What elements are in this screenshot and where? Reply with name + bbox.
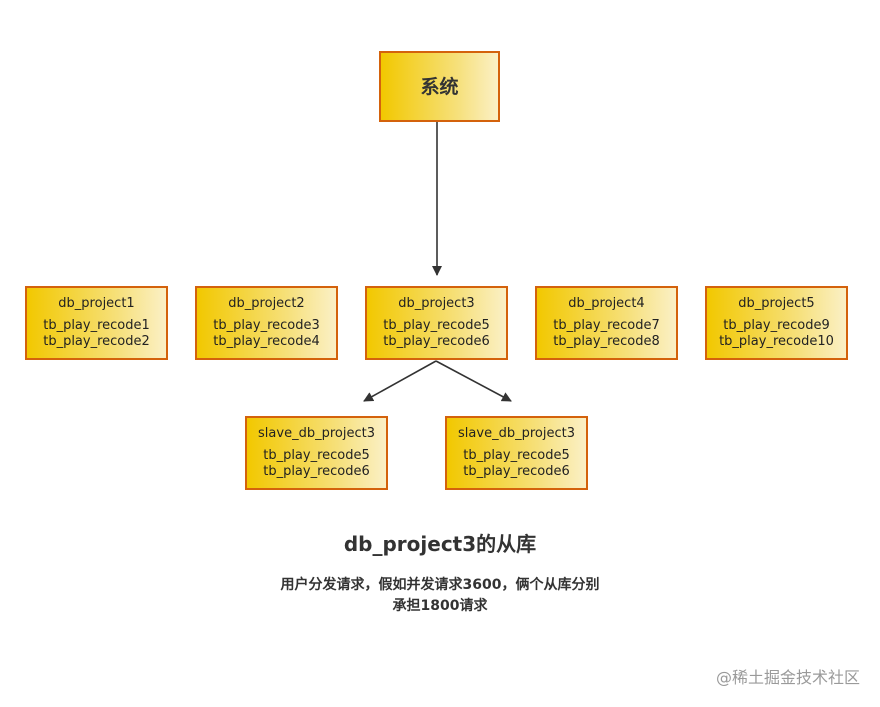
table-name: tb_play_recode5 <box>263 448 370 463</box>
db-node-project5: db_project5 tb_play_recode9 tb_play_reco… <box>705 286 848 360</box>
table-name: tb_play_recode6 <box>463 464 570 479</box>
root-node-label: 系统 <box>420 75 459 98</box>
arrow-db-project3-to-slave-right <box>435 360 512 402</box>
table-name: tb_play_recode2 <box>43 334 150 349</box>
db-name: db_project1 <box>58 296 135 311</box>
slave-node-right: slave_db_project3 tb_play_recode5 tb_pla… <box>445 416 588 490</box>
table-name: tb_play_recode3 <box>213 318 320 333</box>
table-name: tb_play_recode4 <box>213 334 320 349</box>
slave-db-name: slave_db_project3 <box>458 426 575 441</box>
db-node-project2: db_project2 tb_play_recode3 tb_play_reco… <box>195 286 338 360</box>
db-node-project3: db_project3 tb_play_recode5 tb_play_reco… <box>365 286 508 360</box>
slave-node-left: slave_db_project3 tb_play_recode5 tb_pla… <box>245 416 388 490</box>
table-name: tb_play_recode8 <box>553 334 660 349</box>
db-name: db_project4 <box>568 296 645 311</box>
root-node-system: 系统 <box>379 51 500 122</box>
caption-title: db_project3的从库 <box>343 532 537 556</box>
db-name: db_project5 <box>738 296 815 311</box>
table-name: tb_play_recode6 <box>383 334 490 349</box>
table-name: tb_play_recode10 <box>719 334 834 349</box>
table-name: tb_play_recode5 <box>383 318 490 333</box>
caption-line-2: 承担1800请求 <box>392 598 488 614</box>
arrow-db-project3-to-slave-left <box>363 360 437 402</box>
table-name: tb_play_recode6 <box>263 464 370 479</box>
slave-db-name: slave_db_project3 <box>258 426 375 441</box>
caption-line-1: 用户分发请求，假如并发请求3600，俩个从库分别 <box>280 577 600 593</box>
db-name: db_project2 <box>228 296 305 311</box>
db-node-project4: db_project4 tb_play_recode7 tb_play_reco… <box>535 286 678 360</box>
table-name: tb_play_recode5 <box>463 448 570 463</box>
table-name: tb_play_recode1 <box>43 318 150 333</box>
table-name: tb_play_recode7 <box>553 318 660 333</box>
db-node-project1: db_project1 tb_play_recode1 tb_play_reco… <box>25 286 168 360</box>
watermark: @稀土掘金技术社区 <box>715 668 860 687</box>
table-name: tb_play_recode9 <box>723 318 830 333</box>
db-name: db_project3 <box>398 296 475 311</box>
